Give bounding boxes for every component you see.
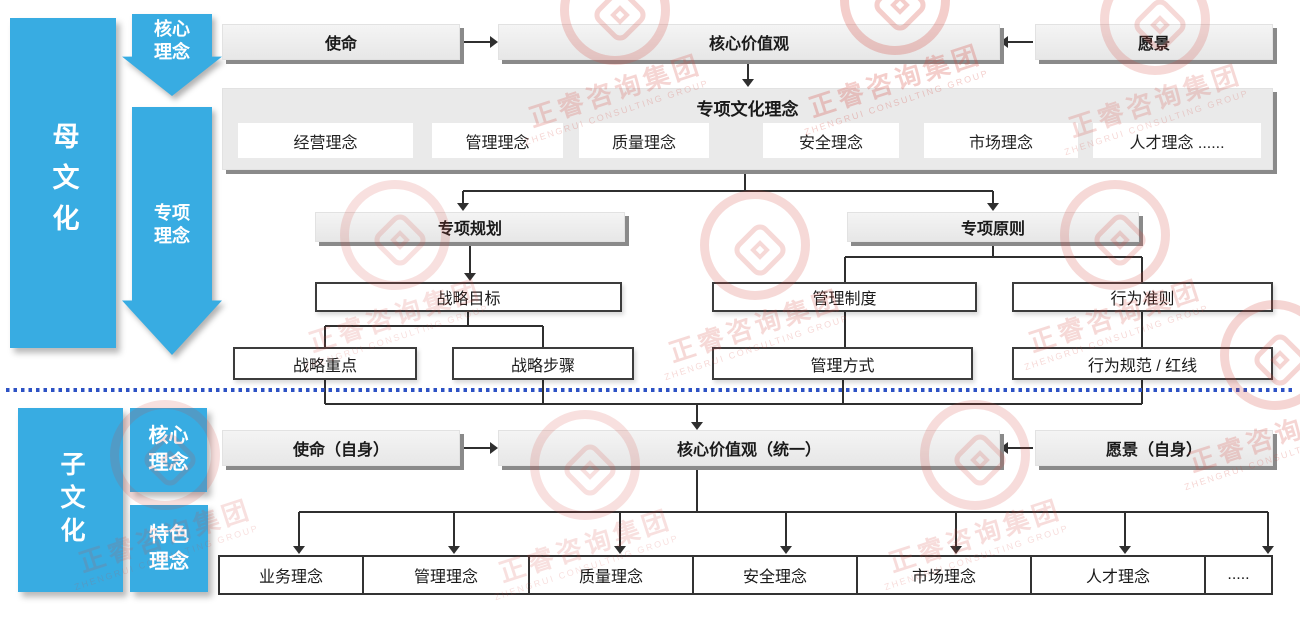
section-divider (6, 388, 1294, 392)
child-concept-label: 业务理念 (258, 569, 323, 586)
child-concept-label: 人才理念 (1085, 569, 1150, 586)
parent-vision-label: 愿景 (1137, 36, 1170, 53)
child-concept-box: 安全理念 (692, 555, 858, 595)
special-item-label: 管理理念 (465, 134, 530, 152)
child-concept-box: 人才理念 (1030, 555, 1206, 595)
child-core-concept-badge: 核心理念 (130, 408, 207, 492)
child-core-concept-label: 核心理念 (148, 425, 189, 474)
special-item-label: 经营理念 (293, 134, 358, 152)
child-concept-label: 管理理念 (413, 569, 478, 586)
strategic-focus-box: 战略重点 (233, 347, 417, 380)
management-system-box: 管理制度 (712, 282, 977, 312)
special-item-label: 质量理念 (611, 134, 676, 152)
parent-vision-box: 愿景 (1035, 24, 1273, 60)
down-arrow-icon: 核心理念 (122, 14, 222, 96)
down-arrow-icon: 专项理念 (122, 107, 222, 355)
special-culture-title: 专项文化理念 (696, 100, 799, 119)
special-concept-arrow-label: 专项理念 (154, 203, 190, 246)
child-feature-concept-badge: 特色理念 (130, 505, 208, 592)
special-item-label: 市场理念 (968, 134, 1033, 152)
child-culture-label: 子文化 (57, 450, 85, 550)
special-principles-header: 专项原则 (847, 212, 1139, 242)
child-mission-box: 使命（自身） (222, 430, 460, 466)
special-concept-arrow: 专项理念 (122, 107, 222, 355)
behavior-norms-label: 行为规范 / 红线 (1087, 357, 1198, 375)
special-item-box: 市场理念 (924, 123, 1078, 158)
special-culture-container: 专项文化理念 经营理念 管理理念 质量理念 安全理念 市场理念 人才理念 ...… (222, 88, 1273, 170)
behavior-norms-box: 行为规范 / 红线 (1012, 347, 1273, 380)
child-concept-box: ..... (1204, 555, 1273, 595)
special-item-box: 质量理念 (579, 123, 709, 158)
parent-mission-label: 使命 (324, 36, 357, 53)
management-method-label: 管理方式 (810, 357, 875, 375)
strategic-focus-label: 战略重点 (292, 357, 357, 375)
code-of-conduct-box: 行为准则 (1012, 282, 1273, 312)
strategic-goal-label: 战略目标 (436, 291, 501, 308)
strategic-goal-box: 战略目标 (315, 282, 622, 312)
child-vision-label: 愿景（自身） (1105, 442, 1202, 459)
child-mission-label: 使命（自身） (292, 442, 389, 459)
special-item-box: 人才理念 ...... (1093, 123, 1261, 158)
special-item-label: 安全理念 (798, 134, 863, 152)
parent-culture-sidebar: 母文化 (10, 18, 116, 348)
special-principles-label: 专项原则 (960, 221, 1025, 238)
parent-core-values-box: 核心价值观 (498, 24, 1000, 60)
child-vision-box: 愿景（自身） (1035, 430, 1273, 466)
child-concept-box: 业务理念 (218, 555, 364, 595)
strategic-steps-label: 战略步骤 (510, 357, 575, 375)
code-of-conduct-label: 行为准则 (1110, 291, 1175, 308)
child-core-values-label: 核心价值观（统一） (676, 442, 821, 459)
special-planning-header: 专项规划 (315, 212, 625, 242)
special-item-label: 人才理念 ...... (1129, 134, 1225, 152)
child-culture-sidebar: 子文化 (18, 408, 123, 592)
core-concept-arrow-label: 核心理念 (154, 19, 190, 62)
child-concept-box: 市场理念 (856, 555, 1032, 595)
child-concept-label: 市场理念 (911, 569, 976, 586)
special-planning-label: 专项规划 (437, 221, 502, 238)
child-concept-label: 安全理念 (742, 569, 807, 586)
parent-core-values-label: 核心价值观 (708, 36, 789, 53)
special-item-box: 管理理念 (432, 123, 563, 158)
management-system-label: 管理制度 (812, 291, 877, 308)
child-feature-concept-label: 特色理念 (149, 523, 189, 573)
child-concept-box: 质量理念 (528, 555, 694, 595)
child-concept-label: 质量理念 (578, 569, 643, 586)
strategic-steps-box: 战略步骤 (452, 347, 634, 380)
child-concept-label: ..... (1227, 566, 1250, 583)
management-method-box: 管理方式 (712, 347, 973, 380)
child-core-values-box: 核心价值观（统一） (498, 430, 1000, 466)
core-concept-arrow: 核心理念 (122, 14, 222, 96)
special-item-box: 安全理念 (763, 123, 899, 158)
parent-mission-box: 使命 (222, 24, 460, 60)
special-item-box: 经营理念 (238, 123, 413, 158)
child-concept-box: 管理理念 (362, 555, 530, 595)
parent-culture-label: 母文化 (48, 121, 79, 245)
child-concept-row: 业务理念 管理理念 质量理念 安全理念 市场理念 人才理念 ..... (218, 555, 1273, 595)
